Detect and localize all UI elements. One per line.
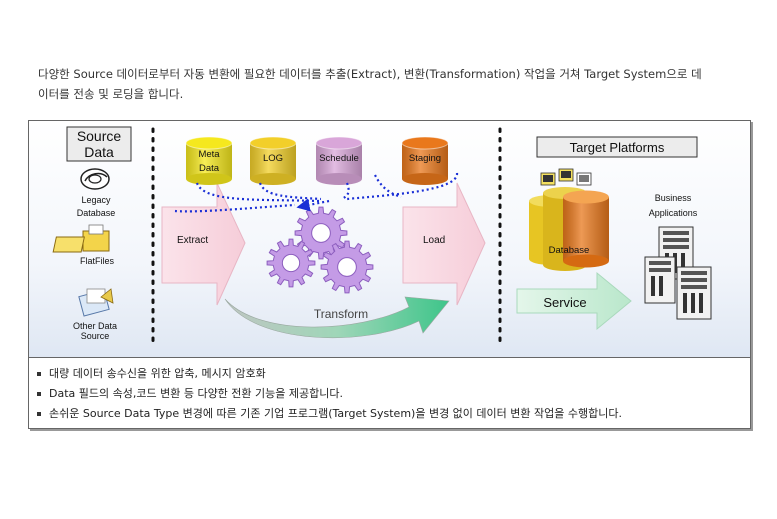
extract-label: Extract [177, 235, 208, 246]
cylinder-label: LOG [263, 153, 283, 164]
feature-item: 손쉬운 Source Data Type 변경에 따른 기존 기업 프로그램(T… [29, 404, 750, 424]
other-data-label-line-2: Source [81, 331, 110, 341]
target-database-cylinders: Database [529, 187, 609, 271]
database-label: Database [549, 245, 590, 256]
legacy-database-icon [80, 168, 110, 190]
target-terminals-icon [540, 168, 592, 186]
server-tower-icon-left [644, 256, 676, 304]
source-title-line-2: Data [84, 144, 114, 160]
transform-arrow: Transform [224, 296, 450, 339]
cylinder-label: Schedule [319, 153, 359, 164]
legacy-label-line-1: Legacy [81, 195, 111, 205]
target-title: Target Platforms [570, 140, 665, 155]
gear-icon-left [266, 238, 316, 288]
target-title-box: Target Platforms [536, 136, 698, 158]
cylinder-log: LOG [249, 136, 297, 185]
load-label: Load [423, 235, 445, 246]
source-title-box: Source Data [66, 126, 132, 162]
feature-notes: 대량 데이터 송수신을 위한 압축, 메시지 암호화 Data 필드의 속성,코… [28, 357, 751, 429]
extract-arrow: Extract [161, 182, 246, 306]
cylinder-label: Staging [409, 153, 441, 164]
etl-diagram-canvas: Source Data Legacy Database FlatFiles Ot… [52, 126, 712, 345]
intro-text: 다양한 Source 데이터로부터 자동 변환에 필요한 데이터를 추출(Ext… [38, 64, 738, 104]
database-cylinder-front [563, 190, 609, 268]
service-arrow: Service [516, 271, 632, 331]
business-label-line-1: Business [655, 193, 692, 203]
other-data-source-icon [78, 288, 114, 317]
flat-files-folder-icon [52, 224, 110, 253]
etl-diagram: Source Data Legacy Database FlatFiles Ot… [28, 120, 751, 358]
flatfiles-label: FlatFiles [80, 256, 115, 266]
legacy-label-line-2: Database [77, 208, 116, 218]
cylinder-staging: Staging [401, 136, 449, 185]
source-title-line-1: Source [77, 128, 122, 144]
service-label: Service [543, 295, 586, 310]
other-data-label-line-1: Other Data [73, 321, 117, 331]
intro-line-1: 다양한 Source 데이터로부터 자동 변환에 필요한 데이터를 추출(Ext… [38, 67, 702, 81]
feature-list: 대량 데이터 송수신을 위한 압축, 메시지 암호화 Data 필드의 속성,코… [29, 358, 750, 424]
cylinder-label-line-2: Data [199, 163, 220, 174]
server-tower-icon-front [676, 266, 712, 320]
gear-icon-right [320, 240, 374, 294]
load-arrow: Load [402, 182, 486, 306]
transform-label: Transform [314, 307, 368, 321]
feature-item: Data 필드의 속성,코드 변환 등 다양한 전환 기능을 제공합니다. [29, 384, 750, 404]
intro-line-2: 이터를 전송 및 로딩을 합니다. [38, 87, 184, 101]
cylinder-label: Meta [198, 149, 220, 160]
business-label-line-2: Applications [649, 208, 698, 218]
feature-item: 대량 데이터 송수신을 위한 압축, 메시지 암호화 [29, 364, 750, 384]
metadata-flow-lines [174, 172, 459, 213]
transform-gears [266, 206, 374, 294]
cylinder-schedule: Schedule [315, 136, 363, 185]
